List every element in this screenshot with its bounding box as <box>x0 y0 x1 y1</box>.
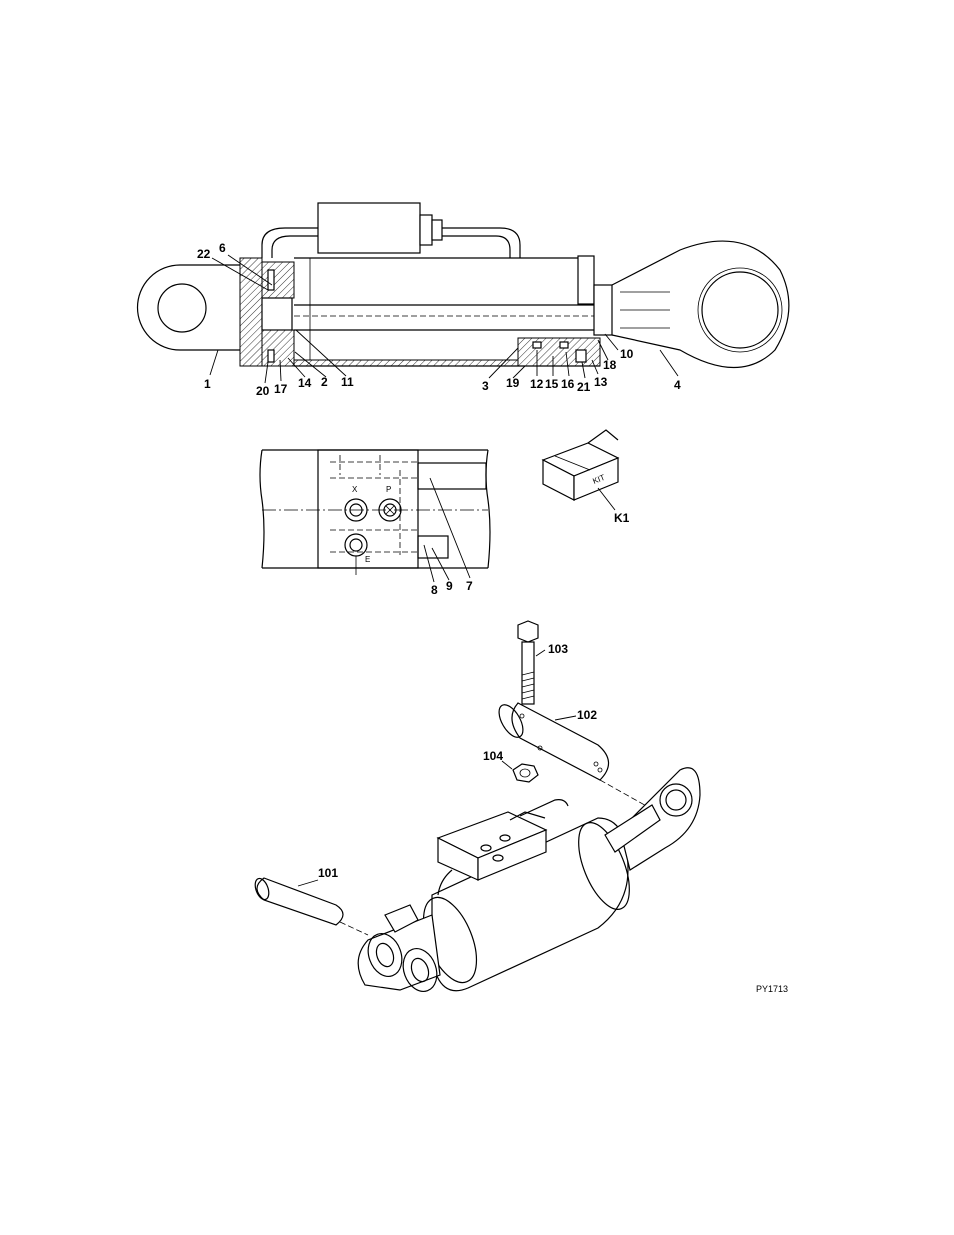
callout-10: 10 <box>620 347 634 361</box>
cylinder-section-view: 22 6 1 20 17 14 2 11 3 19 12 15 16 21 13… <box>136 202 790 398</box>
cartridge-7 <box>417 462 487 490</box>
callout-K1: K1 <box>614 511 630 525</box>
callout-16: 16 <box>561 377 575 391</box>
figure-id: PY1713 <box>756 984 788 994</box>
end-cap <box>239 257 263 367</box>
callout-15: 15 <box>545 377 559 391</box>
callout-7: 7 <box>466 579 473 593</box>
nut-104: 104 <box>483 749 539 783</box>
port-e <box>344 533 368 575</box>
valve-block-top <box>261 202 521 258</box>
callout-9: 9 <box>446 579 453 593</box>
port-p <box>378 498 402 522</box>
callout-22: 22 <box>197 247 211 261</box>
isometric-view: 103 102 104 <box>254 620 701 992</box>
callout-13: 13 <box>594 375 608 389</box>
port-x <box>344 498 368 522</box>
label-port-x: X <box>352 485 358 494</box>
callout-6: 6 <box>219 241 226 255</box>
rod-nut <box>593 284 613 336</box>
piston-rod <box>294 304 610 331</box>
cylinder-leaders <box>209 254 679 384</box>
rod-collar <box>577 255 595 305</box>
callout-102: 102 <box>577 708 597 722</box>
rod-eye-right <box>611 240 790 368</box>
pin-101: 101 <box>254 866 369 936</box>
callout-103: 103 <box>548 642 568 656</box>
callout-4: 4 <box>674 378 681 392</box>
callout-104: 104 <box>483 749 503 763</box>
callout-101: 101 <box>318 866 338 880</box>
bolt-103: 103 <box>517 620 568 705</box>
rod-eye-left <box>136 264 240 351</box>
label-port-e: E <box>365 555 370 564</box>
callout-2: 2 <box>321 375 328 389</box>
callout-19: 19 <box>506 376 520 390</box>
label-port-p: P <box>386 485 391 494</box>
kit-box: KIT K1 <box>541 429 630 525</box>
callout-1: 1 <box>204 377 211 391</box>
callout-8: 8 <box>431 583 438 597</box>
cartridge-9 <box>417 535 449 559</box>
callout-12: 12 <box>530 377 544 391</box>
callout-14: 14 <box>298 376 312 390</box>
callout-18: 18 <box>603 358 617 372</box>
callout-17: 17 <box>274 382 288 396</box>
pin-102: 102 <box>498 702 610 781</box>
valve-detail-view: X P E 7 8 9 <box>259 449 491 597</box>
callout-20: 20 <box>256 384 270 398</box>
cylinder-isometric <box>357 767 701 992</box>
piston <box>261 261 295 367</box>
callout-3: 3 <box>482 379 489 393</box>
callout-11: 11 <box>341 375 354 389</box>
rod-gland <box>517 337 601 367</box>
kit-box-text: KIT <box>591 473 606 486</box>
callout-21: 21 <box>577 380 591 394</box>
